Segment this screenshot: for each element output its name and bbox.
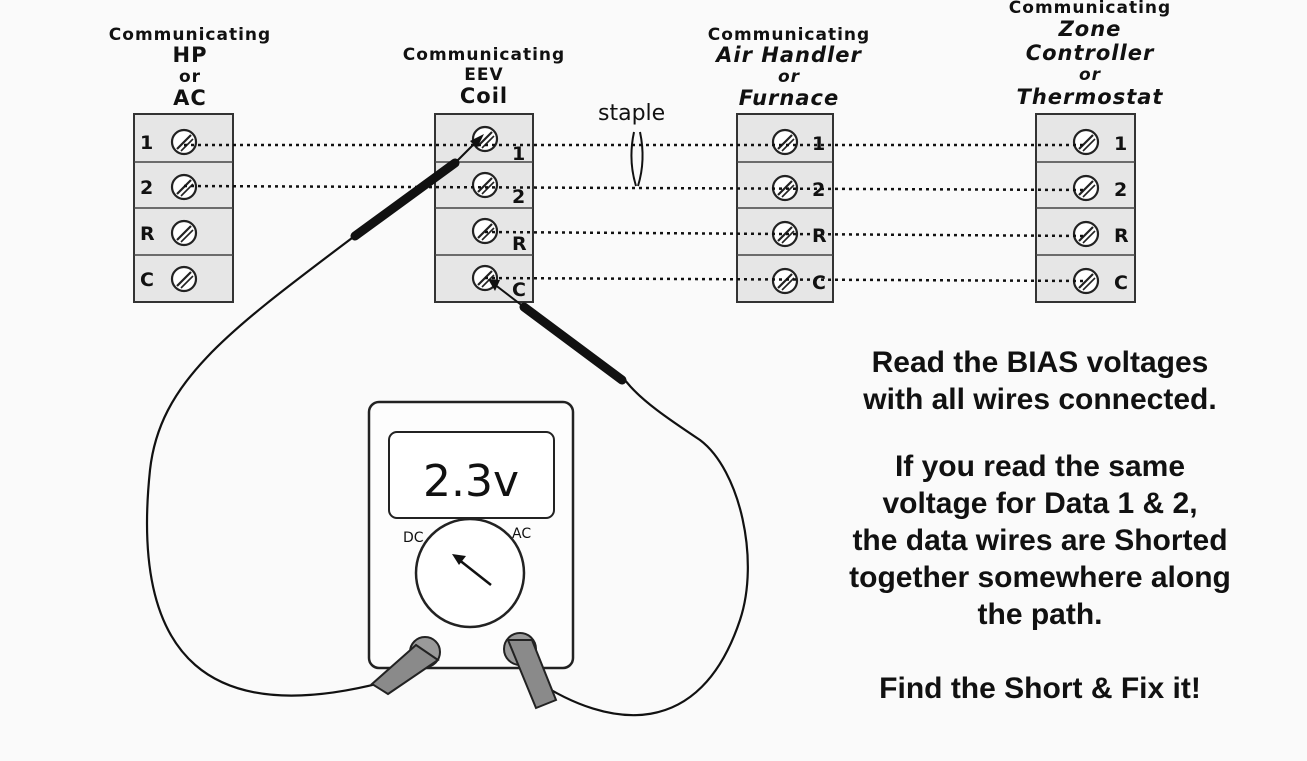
instruction-find-short: Find the Short & Fix it! xyxy=(770,670,1307,707)
instruction-read-bias: Read the BIAS voltages with all wires co… xyxy=(770,344,1307,418)
ah-header-line-3: or xyxy=(778,67,801,87)
test-leads xyxy=(145,134,749,717)
screw-icon xyxy=(471,171,499,199)
screw-icon xyxy=(1072,267,1100,295)
eev-coil-header: Communicating EEV Coil xyxy=(403,45,565,108)
instruction-line: If you read the same xyxy=(894,450,1186,483)
lead-wire-left xyxy=(145,231,393,697)
multimeter: 2.3v DC AC xyxy=(367,400,575,710)
hp-terminal-strip: 1 2 R C xyxy=(133,113,234,303)
hp-terminal-r-label: R xyxy=(140,223,155,245)
screw-icon xyxy=(771,128,799,156)
screw-icon xyxy=(1072,220,1100,248)
ah-header-line-1: Communicating xyxy=(708,25,870,45)
meter-dc-label: DC xyxy=(403,530,424,546)
eev-terminal-r-label: R xyxy=(512,233,527,255)
air-handler-terminal-strip: 1 2 R C xyxy=(736,113,834,303)
hp-header-line-4: AC xyxy=(173,86,207,110)
meter-reading: 2.3v xyxy=(423,456,519,507)
ah-header-line-4: Furnace xyxy=(739,86,839,110)
instruction-line: voltage for Data 1 & 2, xyxy=(882,487,1198,520)
hp-header-line-2: HP xyxy=(173,43,208,67)
screw-icon xyxy=(170,219,198,247)
zone-header-line-1: Communicating xyxy=(1009,0,1171,18)
zone-terminal-r-label: R xyxy=(1114,225,1129,247)
ah-terminal-1-label: 1 xyxy=(812,133,825,155)
meter-dial[interactable] xyxy=(414,517,526,629)
eev-header-line-2: EEV xyxy=(464,65,503,85)
instruction-line: the data wires are Shorted xyxy=(852,524,1228,557)
air-handler-header: Communicating Air Handler or Furnace xyxy=(708,25,870,110)
eev-terminal-1-label: 1 xyxy=(512,143,525,165)
hp-terminal-1-label: 1 xyxy=(140,132,153,154)
zone-terminal-strip: 1 2 R C xyxy=(1035,113,1136,303)
hp-terminal-2-label: 2 xyxy=(140,177,153,199)
lead-wire-right xyxy=(534,379,749,717)
eev-terminal-strip: 1 2 R C xyxy=(434,113,534,303)
instruction-line: Find the Short & Fix it! xyxy=(879,672,1201,705)
eev-header-line-1: Communicating xyxy=(403,45,565,65)
instruction-shorted-explanation: If you read the same voltage for Data 1 … xyxy=(770,448,1307,633)
zone-header-line-3: Controller xyxy=(1026,41,1155,65)
zone-controller-header: Communicating Zone Controller or Thermos… xyxy=(1009,0,1171,109)
right-jack-plug-icon xyxy=(503,632,558,710)
eev-terminal-2-label: 2 xyxy=(512,186,525,208)
staple-label: staple xyxy=(598,101,665,126)
instruction-line: the path. xyxy=(977,598,1103,631)
staple: staple xyxy=(598,101,665,187)
probe-lower xyxy=(519,302,627,385)
screw-icon xyxy=(1072,174,1100,202)
instruction-line: with all wires connected. xyxy=(863,383,1217,416)
zone-header-line-5: Thermostat xyxy=(1017,85,1164,109)
wire-r xyxy=(484,230,1087,238)
probe-lower-tip xyxy=(493,283,525,308)
ah-terminal-2-label: 2 xyxy=(812,179,825,201)
hp-ac-header: Communicating HP or AC xyxy=(109,25,271,110)
screw-icon xyxy=(170,128,198,156)
dial-pointer-icon xyxy=(457,558,492,586)
zone-header-line-4: or xyxy=(1079,65,1102,85)
screw-icon xyxy=(1072,128,1100,156)
instruction-line: Read the BIAS voltages xyxy=(871,346,1209,379)
screw-icon xyxy=(170,265,198,293)
ah-header-line-2: Air Handler xyxy=(714,43,862,67)
zone-header-line-2: Zone xyxy=(1058,17,1122,41)
zone-terminal-c-label: C xyxy=(1114,272,1128,294)
zone-terminal-1-label: 1 xyxy=(1114,133,1127,155)
eev-header-line-3: Coil xyxy=(460,84,508,108)
wire-data-2 xyxy=(183,184,1087,192)
screw-icon xyxy=(771,267,799,295)
communication-wires xyxy=(183,143,1087,283)
eev-terminal-c-label: C xyxy=(512,279,526,301)
instruction-line: together somewhere along xyxy=(849,561,1231,594)
ah-terminal-c-label: C xyxy=(812,272,826,294)
meter-ac-label: AC xyxy=(512,526,531,542)
ah-terminal-r-label: R xyxy=(812,225,827,247)
hp-header-line-3: or xyxy=(179,67,201,87)
left-jack-plug-icon xyxy=(370,636,441,696)
hp-terminal-c-label: C xyxy=(140,269,154,291)
zone-terminal-2-label: 2 xyxy=(1114,179,1127,201)
wire-c xyxy=(484,276,1087,283)
probe-upper xyxy=(350,158,460,241)
hp-header-line-1: Communicating xyxy=(109,25,271,45)
